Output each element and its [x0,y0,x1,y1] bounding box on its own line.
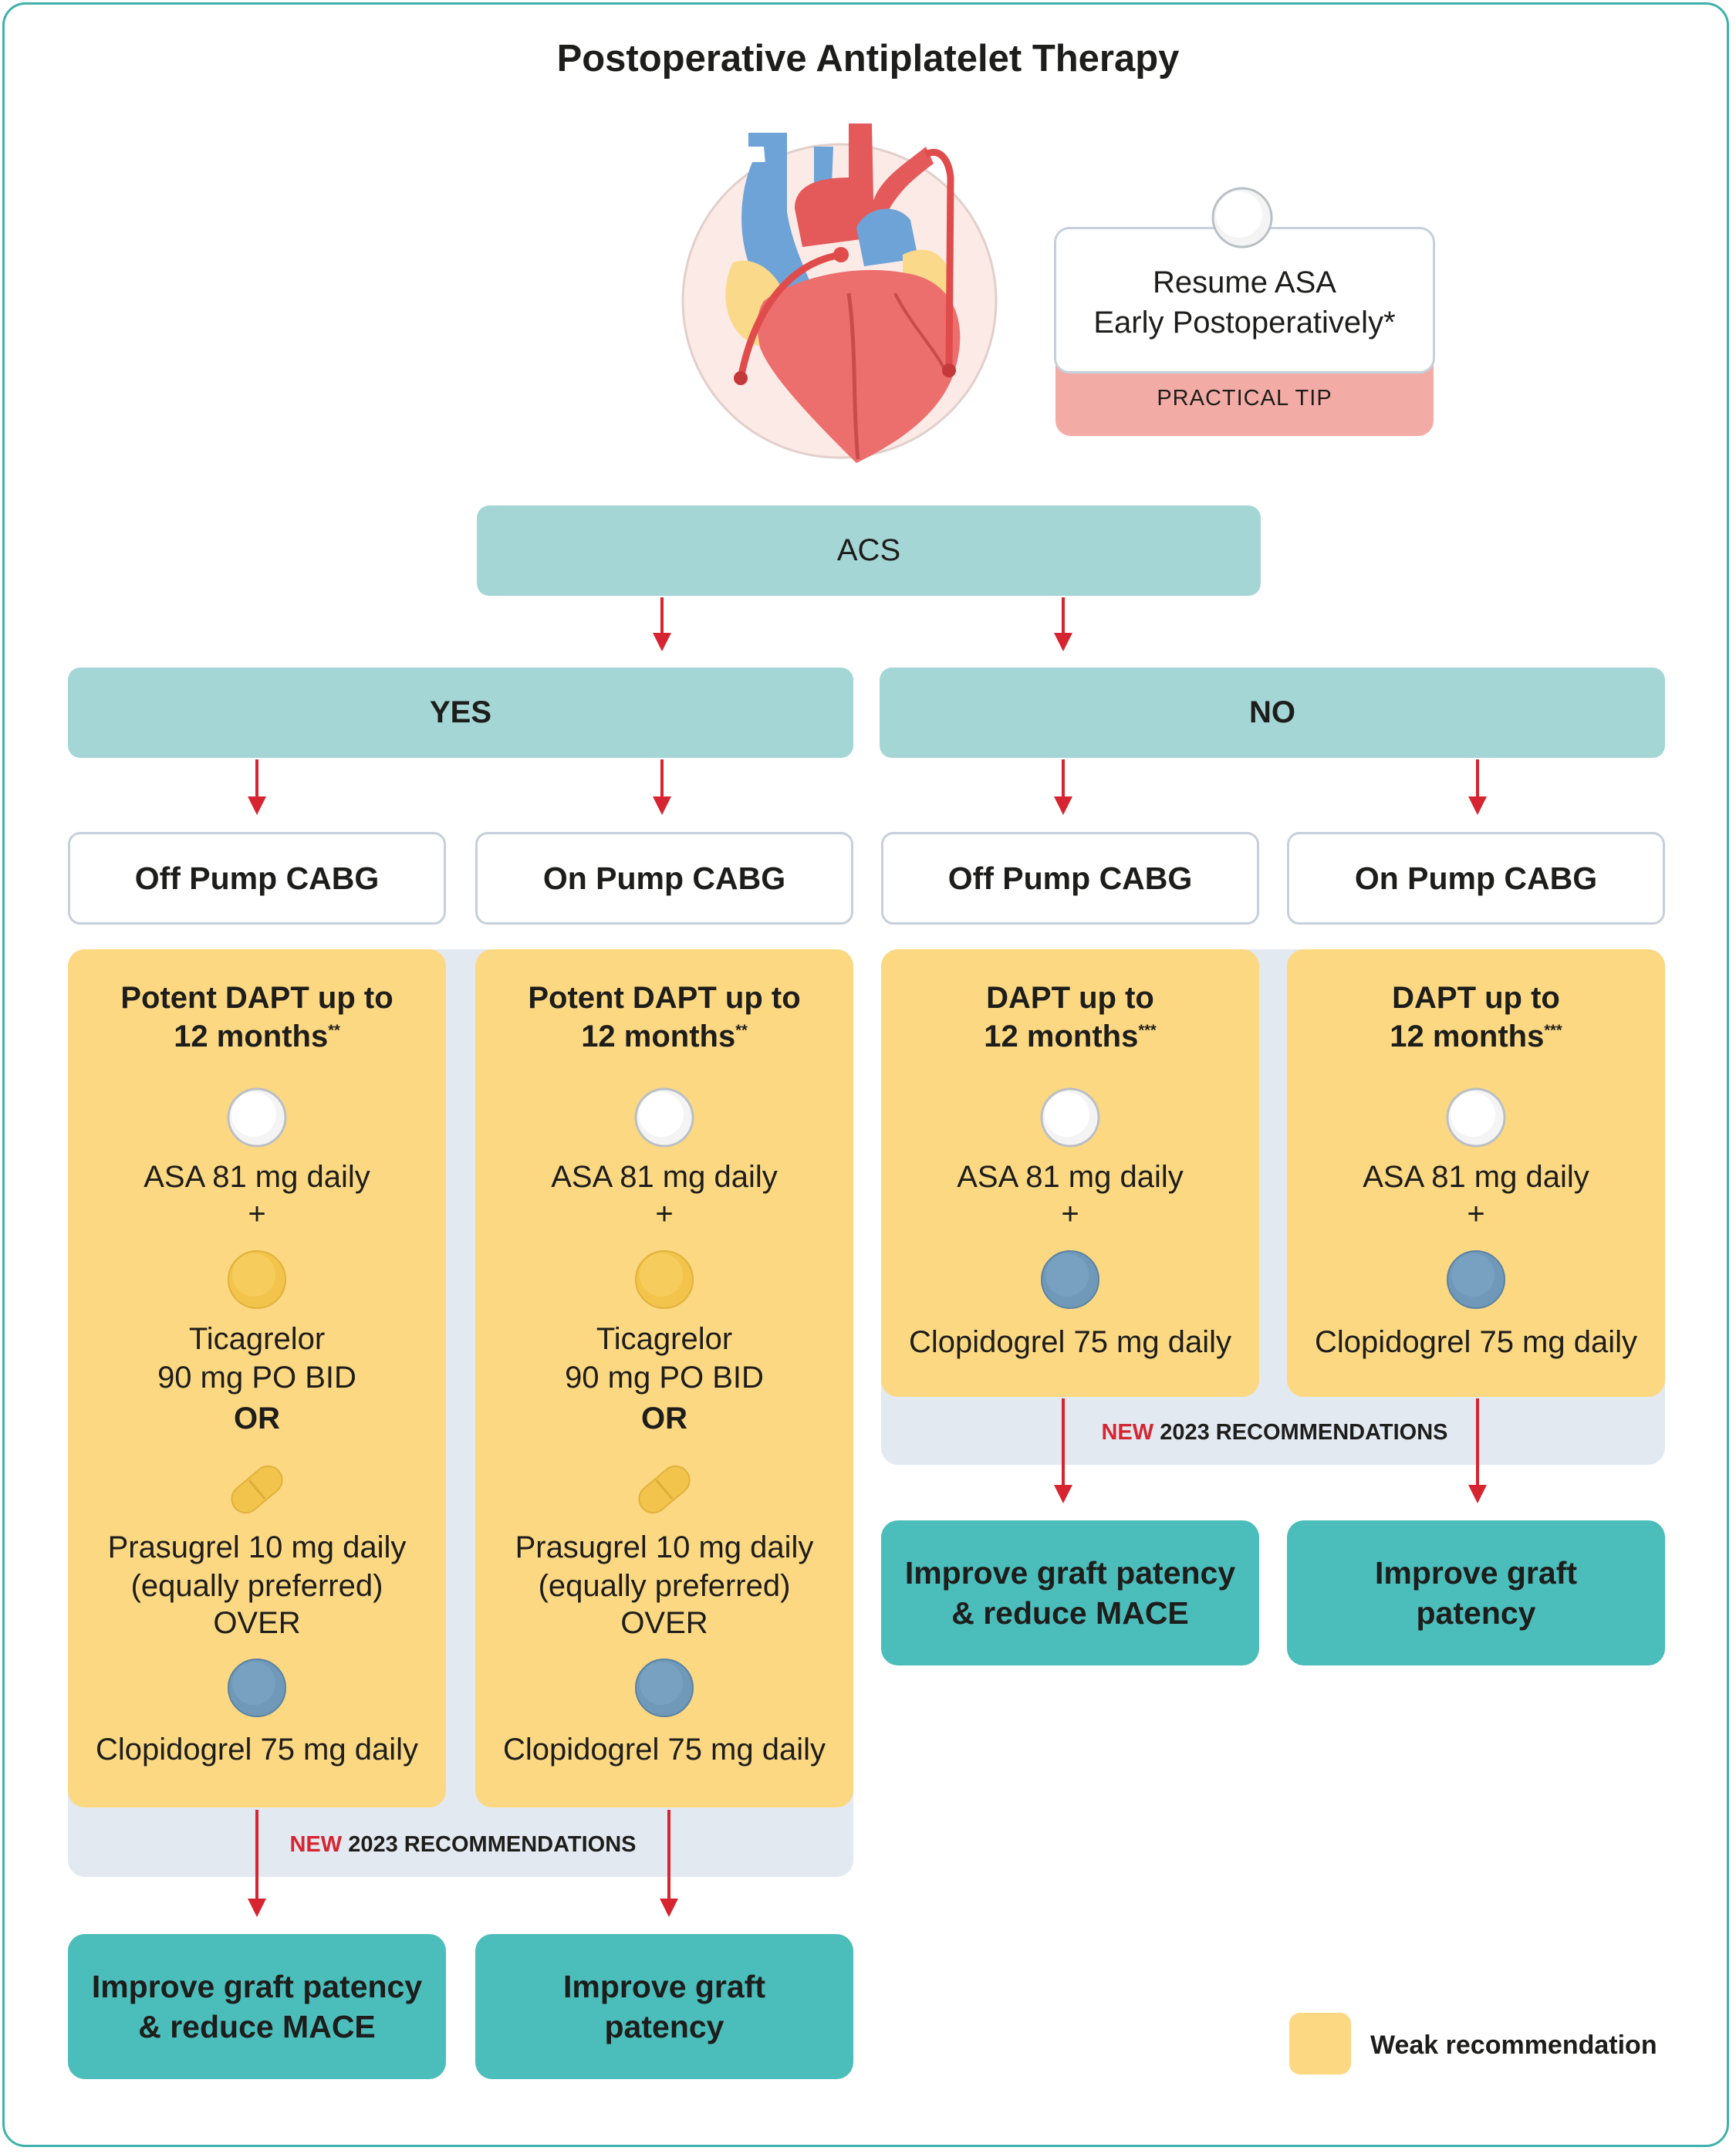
ticagrelor-pill-icon [635,1250,694,1309]
therapy-box-yes-off-pump: Potent DAPT up to 12 months** ASA 81 mg … [68,949,446,1807]
or-label: OR [234,1402,280,1435]
asa-dose: ASA 81 mg daily [144,1160,370,1194]
new-recommendations-label-yes: NEW 2023 RECOMMENDATIONS [289,1832,637,1857]
plus-sign: + [1061,1197,1079,1231]
plus-sign: + [655,1197,674,1231]
prasugrel-pill-icon [638,1465,691,1514]
prasugrel-note: (equally preferred) [538,1569,791,1603]
legend-swatch [1289,2013,1351,2075]
outcome-yes-off-pump: Improve graft patency& reduce MACE [68,1934,446,2079]
ticagrelor-name: Ticagrelor [188,1322,326,1356]
or-label: OR [641,1402,687,1435]
aspirin-pill-icon [1040,1087,1100,1148]
therapy-title: DAPT up to 12 months*** [1390,981,1562,1053]
prasugrel-pill-icon [231,1465,283,1514]
over-label: OVER [620,1606,708,1640]
therapy-title: Potent DAPT up to 12 months** [528,981,801,1053]
outcome-no-off-pump: Improve graft patency& reduce MACE [881,1520,1259,1665]
ticagrelor-pill-icon [228,1250,286,1309]
clopidogrel-dose: Clopidogrel 75 mg daily [1314,1325,1637,1359]
clopidogrel-pill-icon [1041,1250,1099,1309]
practical-tip-line2: Early Postoperatively* [1093,306,1396,340]
clopidogrel-dose: Clopidogrel 75 mg daily [95,1733,418,1767]
clopidogrel-pill-icon [228,1659,286,1717]
practical-tip-card [1054,227,1435,374]
legend-label: Weak recommendation [1370,2031,1657,2060]
clopidogrel-pill-icon [1447,1250,1505,1309]
new-recommendations-label-no: NEW 2023 RECOMMENDATIONS [1101,1420,1448,1445]
asa-dose: ASA 81 mg daily [551,1160,778,1194]
figure-title: Postoperative Antiplatelet Therapy [556,38,1180,79]
prasugrel-dose: Prasugrel 10 mg daily [515,1530,814,1564]
surgery-yes-on-pump: On Pump CABG [475,832,853,925]
over-label: OVER [213,1606,301,1640]
acs-yes-node: YES [68,668,853,758]
therapy-box-no-off-pump: DAPT up to 12 months*** ASA 81 mg daily … [881,949,1259,1397]
prasugrel-dose: Prasugrel 10 mg daily [107,1530,407,1564]
clopidogrel-dose: Clopidogrel 75 mg daily [908,1325,1231,1359]
asa-dose: ASA 81 mg daily [1363,1160,1589,1194]
practical-tip-text: Resume ASA Early Postoperatively* [1054,262,1435,343]
heart-illustration [681,123,998,463]
ticagrelor-dose: 90 mg PO BID [157,1361,356,1395]
asa-dose: ASA 81 mg daily [957,1160,1184,1194]
plus-sign: + [248,1197,266,1231]
clopidogrel-dose: Clopidogrel 75 mg daily [502,1733,826,1767]
aspirin-pill-icon [634,1087,694,1148]
plus-sign: + [1467,1197,1485,1231]
aspirin-pill-icon [1211,187,1273,249]
therapy-box-no-on-pump: DAPT up to 12 months*** ASA 81 mg daily … [1287,949,1665,1397]
surgery-no-on-pump: On Pump CABG [1287,832,1665,925]
clopidogrel-pill-icon [635,1659,694,1717]
acs-node: ACS [477,506,1261,596]
therapy-title: DAPT up to 12 months*** [984,981,1157,1053]
acs-no-node: NO [880,668,1665,758]
aspirin-pill-icon [227,1087,287,1148]
practical-tip-label: PRACTICAL TIP [1157,386,1332,411]
therapy-title: Potent DAPT up to 12 months** [120,981,393,1053]
ticagrelor-name: Ticagrelor [596,1322,733,1356]
aspirin-pill-icon [1446,1087,1506,1148]
ticagrelor-dose: 90 mg PO BID [565,1361,764,1395]
surgery-no-off-pump: Off Pump CABG [881,832,1259,925]
practical-tip-line1: Resume ASA [1153,265,1336,299]
prasugrel-note: (equally preferred) [130,1569,383,1603]
surgery-yes-off-pump: Off Pump CABG [68,832,446,925]
therapy-box-yes-on-pump: Potent DAPT up to 12 months** ASA 81 mg … [475,949,853,1807]
